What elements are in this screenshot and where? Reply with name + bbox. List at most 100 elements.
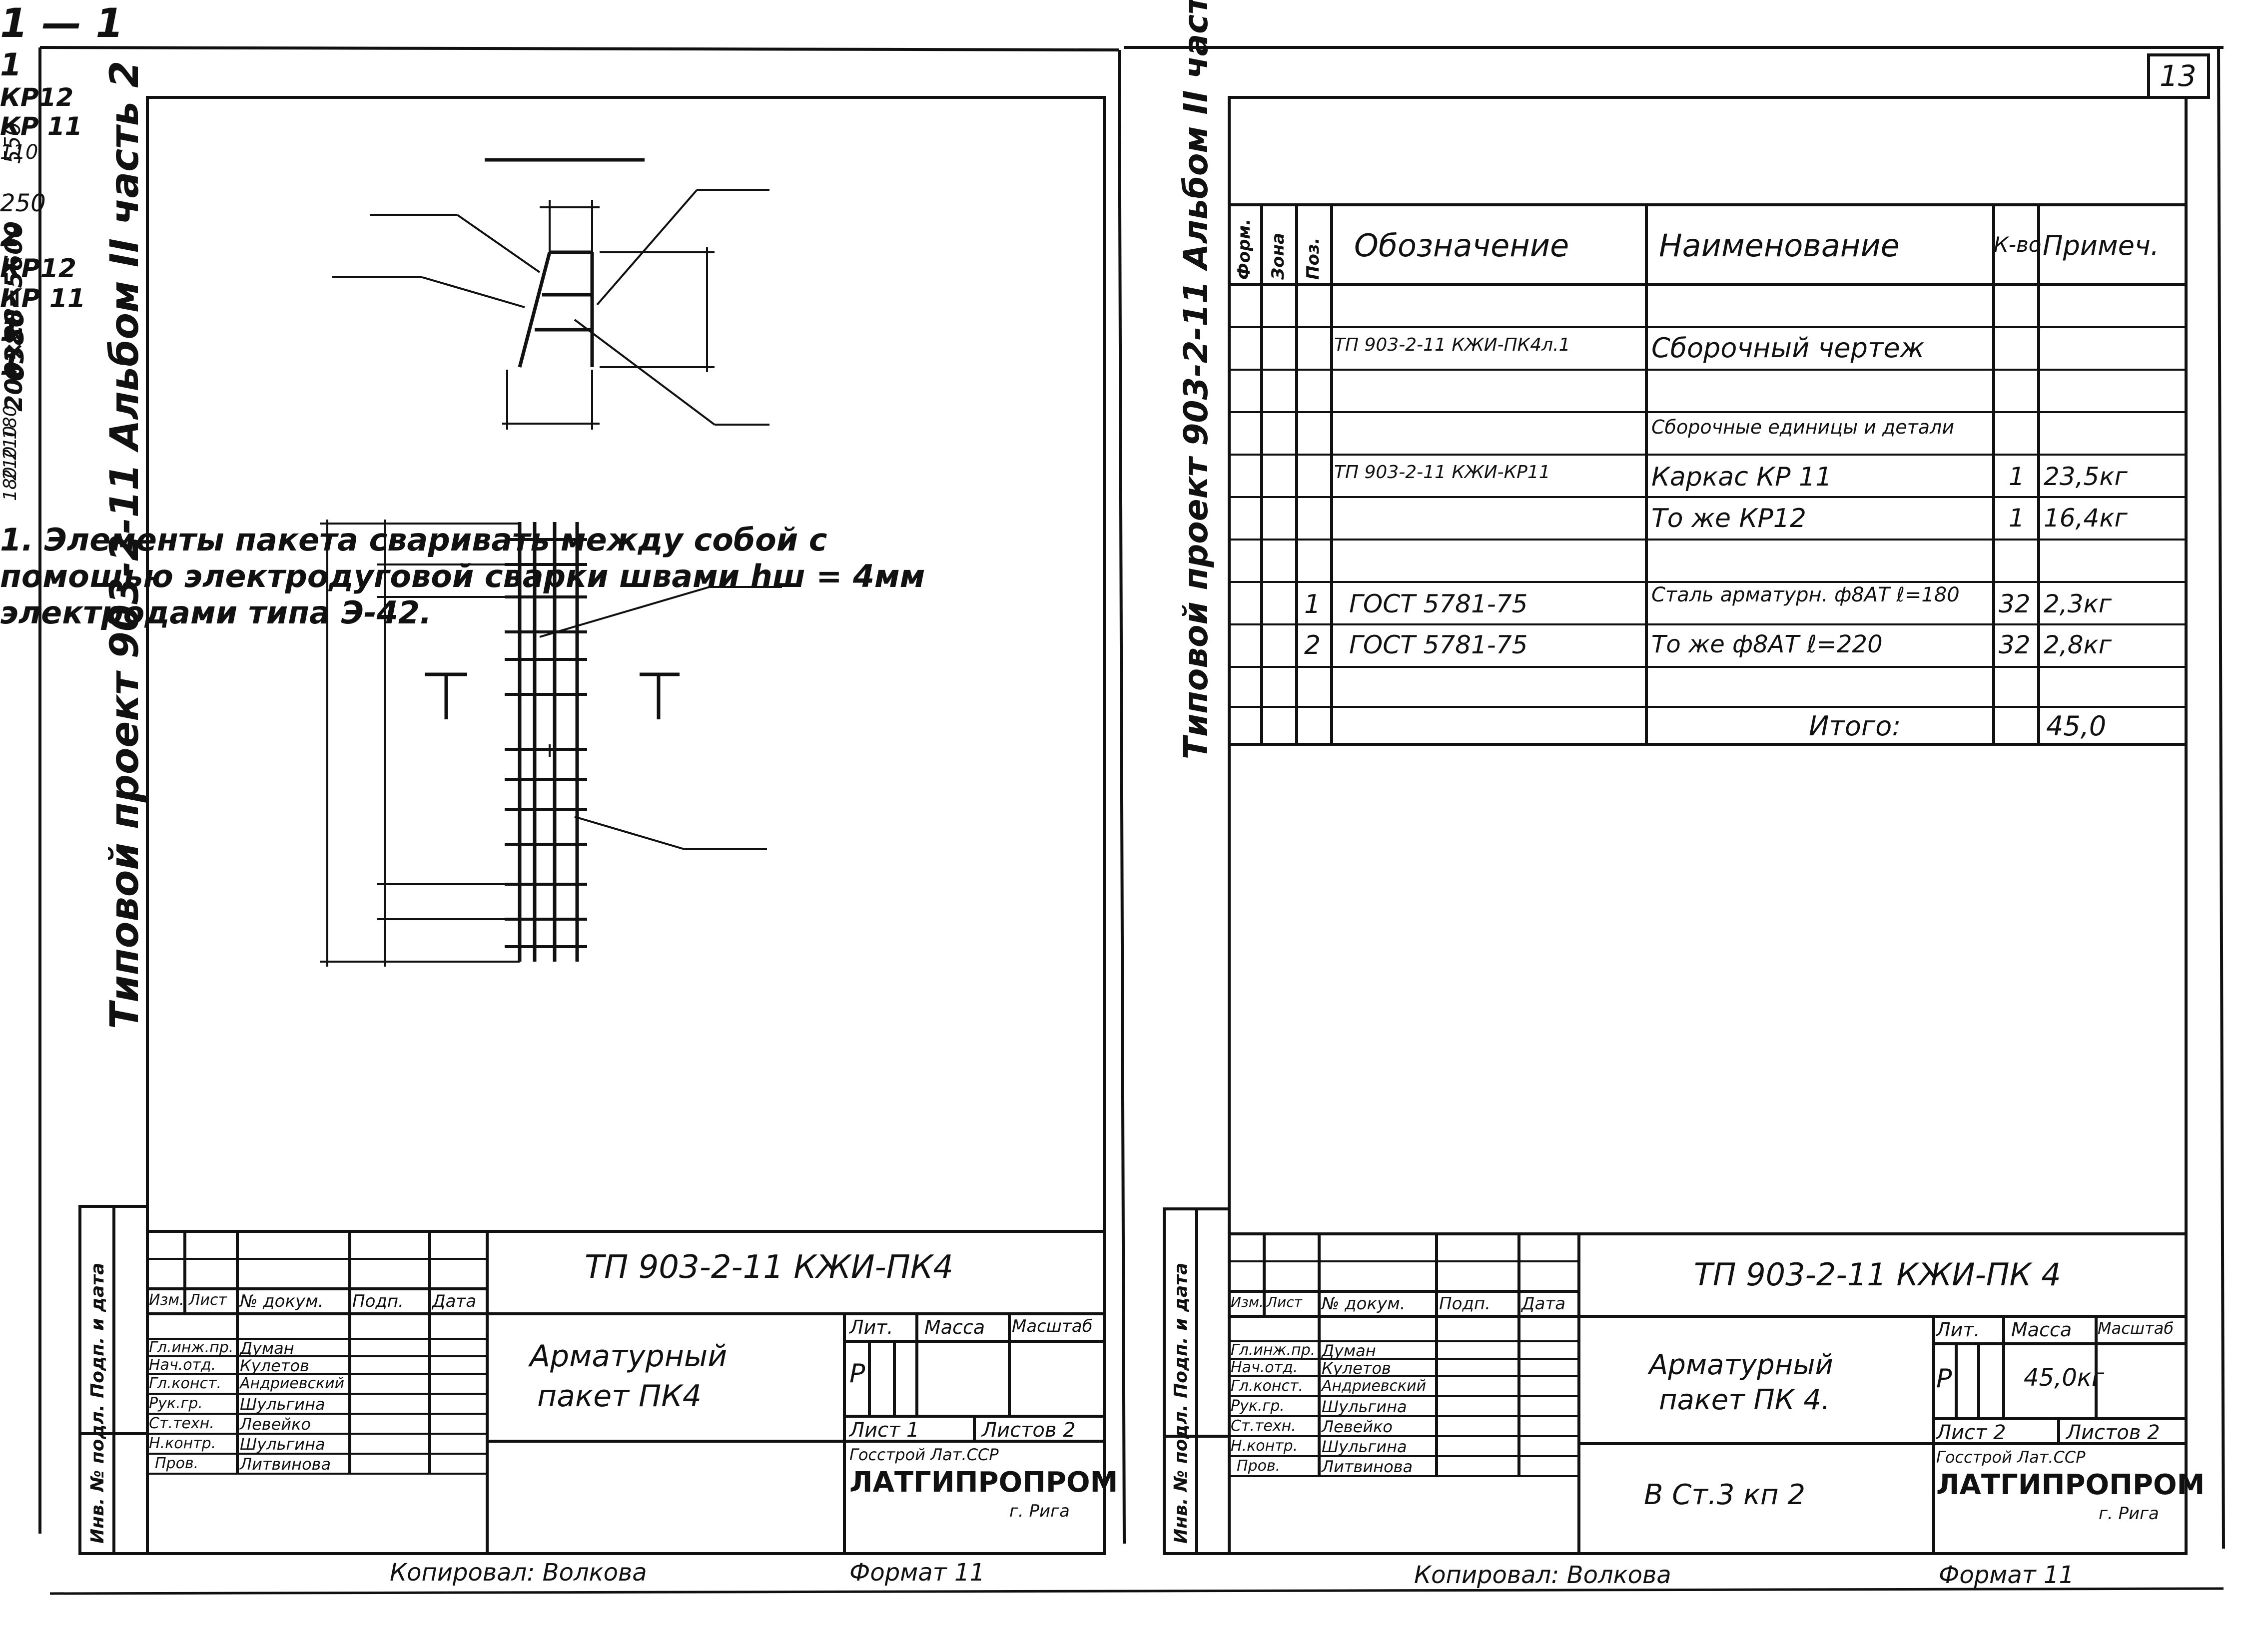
left-stamp-h-doc: № докум. bbox=[240, 1291, 324, 1311]
right-stamp-sheet: Лист 2 bbox=[1936, 1421, 2006, 1444]
table-row-1-code: ТП 903-2-11 КЖИ-ПК4л.1 bbox=[1334, 335, 1570, 355]
left-stamp-role-6: Пров. bbox=[155, 1455, 199, 1472]
table-row-10-name: Итого: bbox=[1809, 710, 1901, 742]
right-stamp-role-2: Гл.конст. bbox=[1231, 1377, 1304, 1395]
right-stamp-name-4: Левейко bbox=[1322, 1417, 1393, 1436]
table-row-1-name: Сборочный чертеж bbox=[1651, 332, 1925, 364]
left-stamp-org3: г. Рига bbox=[1009, 1501, 1070, 1521]
right-stamp-h-doc: № докум. bbox=[1322, 1294, 1406, 1314]
table-row-3-name: Сборочные единицы и детали bbox=[1651, 416, 1955, 438]
left-stamp-role-2: Гл.конст. bbox=[149, 1375, 222, 1392]
section-title: 1 — 1 bbox=[0, 0, 124, 46]
left-stamp-name-3: Шульгина bbox=[240, 1395, 325, 1414]
right-stamp-h-sign: Подп. bbox=[1439, 1294, 1491, 1314]
left-stamp-name-0: Думан bbox=[240, 1339, 294, 1358]
right-stamp-org3: г. Рига bbox=[2099, 1504, 2159, 1524]
left-stamp-org1: Госстрой Лат.ССР bbox=[849, 1445, 999, 1464]
left-stamp-lit: Лит. bbox=[849, 1316, 893, 1338]
table-row-8-name: То же ф8АТ ℓ=220 bbox=[1651, 630, 1883, 658]
right-side-title: Типовой проект 903-2-11 Альбом II часть … bbox=[1177, 0, 1215, 759]
right-stamp-h-izm: Изм. bbox=[1231, 1294, 1264, 1310]
right-stamp-code: ТП 903-2-11 КЖИ-ПК 4 bbox=[1694, 1256, 2061, 1293]
left-side-title: Типовой проект 903-2-11 Альбом II часть … bbox=[102, 60, 147, 1030]
left-stamp-name-1: Кулетов bbox=[240, 1356, 309, 1375]
table-row-7-pos: 1 bbox=[1304, 589, 1321, 619]
table-row-7-name: Сталь арматурн. ф8АТ ℓ=180 bbox=[1651, 583, 1960, 606]
note-line-1: 1. Элементы пакета сваривать между собой… bbox=[0, 522, 827, 558]
left-stamp-sheet: Лист 1 bbox=[849, 1419, 919, 1442]
left-stamp-title-2: пакет ПК4 bbox=[537, 1379, 702, 1414]
table-h-qty: К-во bbox=[1994, 232, 2042, 257]
right-stamp-lit: Лит. bbox=[1936, 1319, 1980, 1341]
left-format: Формат 11 bbox=[849, 1559, 985, 1587]
left-stamp-h-izm: Изм. bbox=[149, 1291, 184, 1309]
dim-top-label: 110 bbox=[0, 141, 38, 164]
plan-kp12-label: КР12 bbox=[0, 254, 76, 284]
left-stamp-sheets: Листов 2 bbox=[982, 1419, 1076, 1442]
right-format: Формат 11 bbox=[1939, 1561, 2075, 1589]
right-stamp-name-1: Кулетов bbox=[1322, 1359, 1391, 1378]
right-stamp-role-0: Гл.инж.пр. bbox=[1231, 1341, 1316, 1359]
table-row-8-code: ГОСТ 5781-75 bbox=[1349, 630, 1528, 659]
left-stamp-code: ТП 903-2-11 КЖИ-ПК4 bbox=[585, 1249, 954, 1286]
left-stamp-role-1: Нач.отд. bbox=[149, 1356, 216, 1374]
right-stamp-mass-value: 45,0кг bbox=[2024, 1364, 2105, 1392]
table-row-5-name: То же КР12 bbox=[1651, 504, 1806, 534]
right-stamp-name-3: Шульгина bbox=[1322, 1397, 1407, 1416]
left-stamp-org2: ЛАТГИПРОПРОМ bbox=[849, 1466, 1118, 1499]
left-stamp-scale: Масштаб bbox=[1012, 1316, 1093, 1336]
table-row-8-note: 2,8кг bbox=[2044, 630, 2112, 659]
table-row-8-qty: 32 bbox=[1999, 630, 2031, 659]
table-row-10-note: 45,0 bbox=[2046, 710, 2107, 742]
table-row-7-note: 2,3кг bbox=[2044, 589, 2112, 618]
table-row-4-note: 23,5кг bbox=[2044, 462, 2128, 491]
left-stamp-name-4: Левейко bbox=[240, 1415, 311, 1434]
left-stamp-title-1: Арматурный bbox=[530, 1339, 728, 1374]
right-stamp-title-2: пакет ПК 4. bbox=[1659, 1384, 1830, 1416]
page-number: 13 bbox=[2160, 59, 2197, 93]
table-row-7-qty: 32 bbox=[1999, 589, 2031, 618]
table-h-zone: Зона bbox=[1268, 233, 1288, 280]
right-stamp-org2: ЛАТГИПРОПРОМ bbox=[1936, 1469, 2205, 1501]
dim-bottom-label: 250 bbox=[0, 189, 46, 217]
right-stamp-lit-value: Р bbox=[1936, 1364, 1952, 1394]
table-h-form: Форм. bbox=[1234, 218, 1254, 280]
right-stamp-h-list: Лист bbox=[1267, 1294, 1302, 1310]
left-stamp-name-6: Литвинова bbox=[240, 1455, 331, 1474]
table-h-name: Наименование bbox=[1659, 227, 1900, 264]
right-stamp-name-6: Литвинова bbox=[1322, 1457, 1413, 1476]
right-stamp-role-1: Нач.отд. bbox=[1231, 1359, 1298, 1376]
note-line-3: электродами типа Э-42. bbox=[0, 594, 432, 631]
right-stamp-side-label: Инв. № подл. Подп. и дата bbox=[1171, 1262, 1191, 1544]
left-stamp-role-3: Рук.гр. bbox=[149, 1395, 203, 1412]
table-h-note: Примеч. bbox=[2043, 230, 2160, 261]
left-stamp-h-list: Лист bbox=[189, 1291, 227, 1309]
right-stamp-role-3: Рук.гр. bbox=[1231, 1397, 1285, 1415]
left-stamp-h-sign: Подп. bbox=[352, 1291, 404, 1311]
right-stamp-role-6: Пров. bbox=[1237, 1457, 1281, 1475]
section-pos2-label: 2 bbox=[0, 217, 22, 254]
plan-kp11-label: КР 11 bbox=[0, 284, 86, 314]
right-stamp-name-5: Шульгина bbox=[1322, 1437, 1407, 1456]
section-kp12-label: КР12 bbox=[0, 83, 74, 112]
right-stamp-role-5: Н.контр. bbox=[1231, 1437, 1298, 1455]
right-copied: Копировал: Волкова bbox=[1414, 1561, 1671, 1589]
left-stamp-h-date: Дата bbox=[432, 1291, 477, 1311]
right-stamp-title-1: Арматурный bbox=[1649, 1349, 1833, 1381]
cut-right-label: 1 bbox=[0, 348, 20, 382]
table-row-5-qty: 1 bbox=[2009, 504, 2025, 533]
left-copied: Копировал: Волкова bbox=[390, 1559, 647, 1587]
right-stamp-name-2: Андриевский bbox=[1322, 1377, 1427, 1395]
right-stamp-mass: Масса bbox=[2011, 1319, 2072, 1341]
table-h-pos: Поз. bbox=[1303, 237, 1323, 280]
left-stamp-name-5: Шульгина bbox=[240, 1435, 325, 1454]
table-h-code: Обозначение bbox=[1354, 227, 1569, 264]
right-stamp-sheets: Листов 2 bbox=[2066, 1421, 2160, 1444]
table-row-4-qty: 1 bbox=[2009, 462, 2025, 491]
table-row-5-note: 16,4кг bbox=[2044, 504, 2128, 533]
right-stamp-scale: Масштаб bbox=[2098, 1319, 2174, 1338]
dim-180-bot-label: 180 bbox=[0, 467, 20, 501]
table-row-4-name: Каркас КР 11 bbox=[1651, 462, 1832, 492]
right-stamp-h-date: Дата bbox=[1521, 1294, 1566, 1314]
